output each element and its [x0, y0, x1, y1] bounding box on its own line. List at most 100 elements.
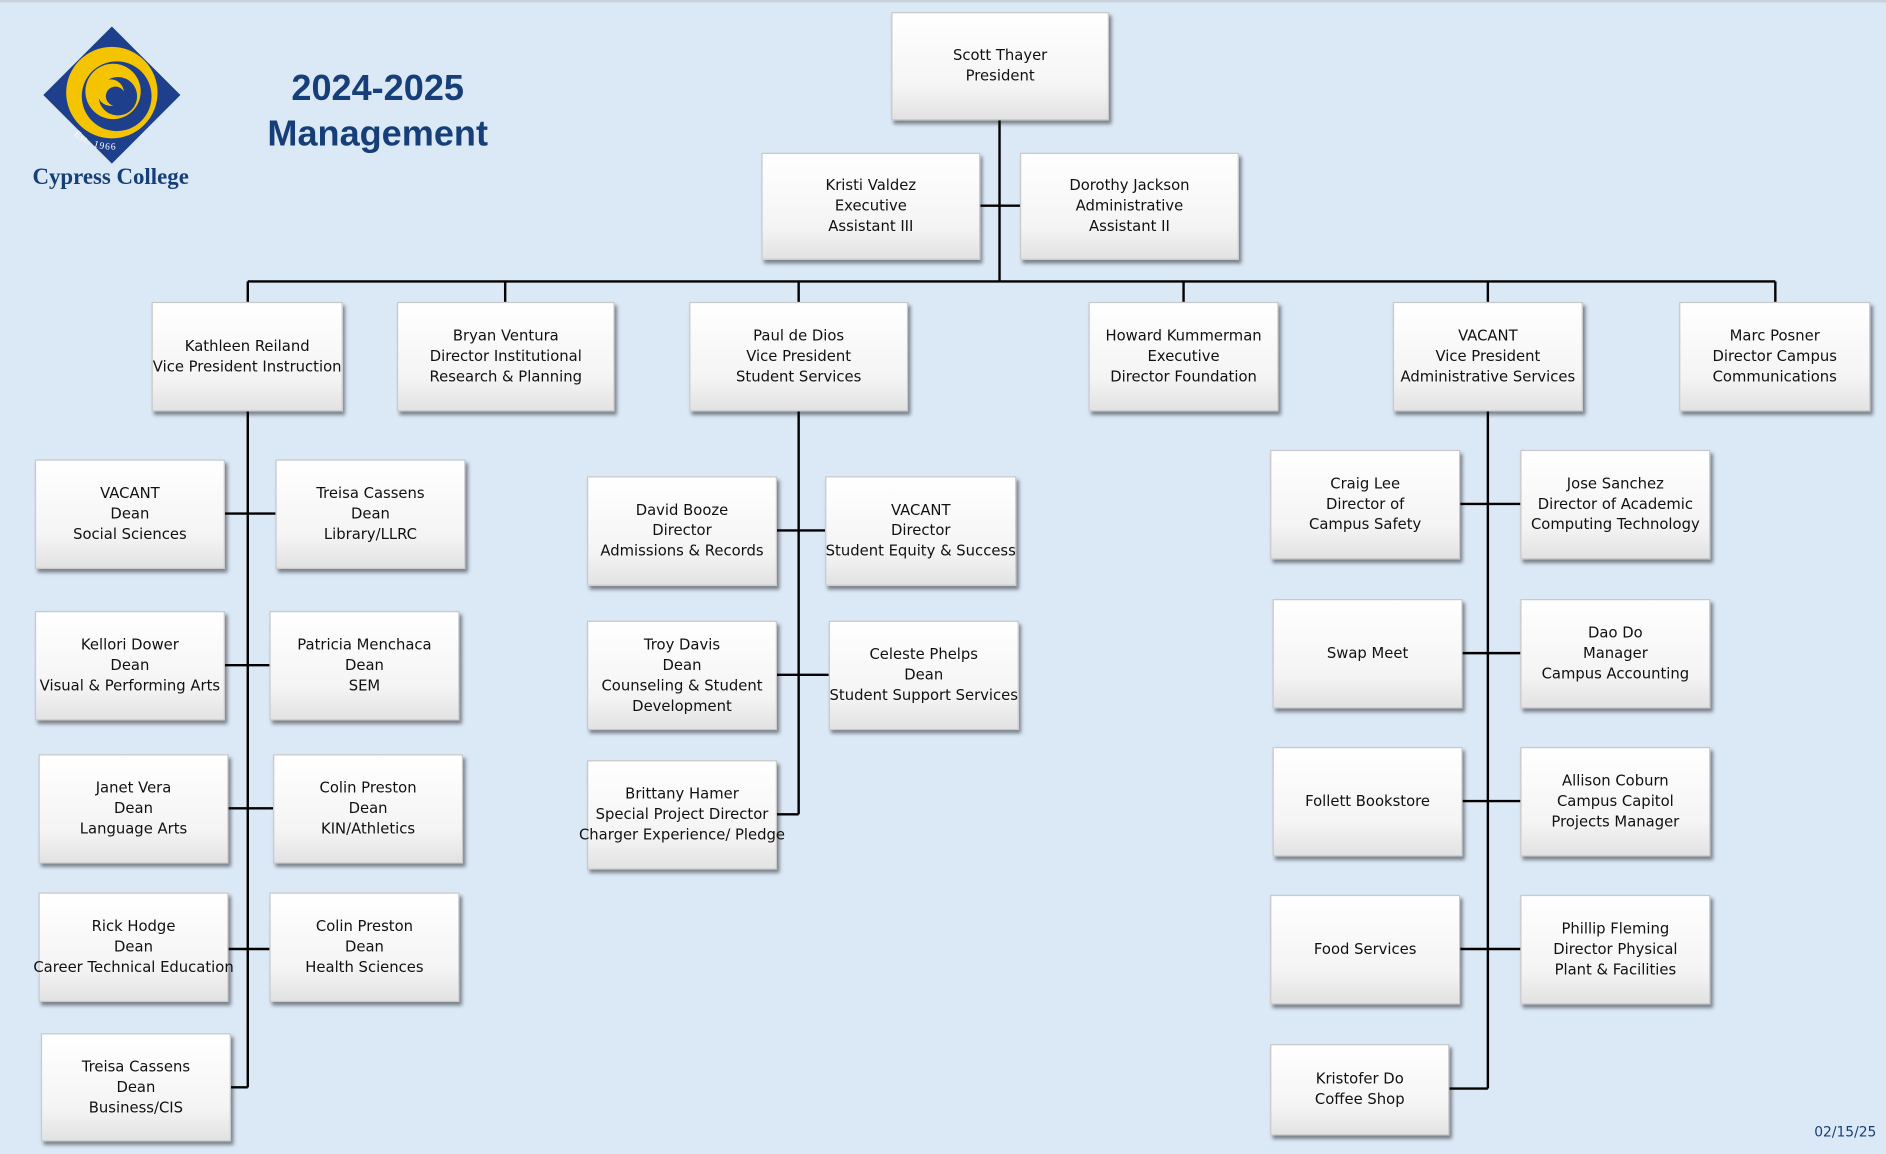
box-role-line: Admissions & Records — [600, 542, 764, 560]
org-box-coffee-shop: Kristofer Do Coffee Shop — [1270, 1044, 1450, 1136]
box-name: VACANT — [1458, 327, 1518, 345]
box-role-line: Plant & Facilities — [1554, 961, 1677, 978]
box-role-line: Development — [632, 697, 732, 714]
box-role-line: Student Services — [736, 368, 862, 385]
box-role-line: Visual & Performing Arts — [39, 677, 221, 695]
box-role-line: Dean — [114, 938, 153, 956]
box-name: Treisa Cassens — [316, 484, 425, 502]
top-border — [0, 0, 1886, 3]
box-name: Colin Preston — [315, 917, 414, 935]
org-box-bookstore: Follett Bookstore — [1272, 746, 1463, 857]
box-role-line: Director Campus — [1712, 347, 1837, 365]
box-role-line: Dean — [348, 799, 388, 817]
revision-date: 02/15/25 — [1814, 1123, 1877, 1141]
box-role-line: Coffee Shop — [1314, 1090, 1405, 1108]
box-role-line: Director Institutional — [429, 347, 582, 365]
box-role-line: Special Project Director — [595, 805, 769, 823]
box-name: Marc Posner — [1729, 327, 1820, 345]
box-role-line: Social Sciences — [73, 525, 187, 543]
box-role-line: Business/CIS — [88, 1098, 184, 1116]
box-name: Kristofer Do — [1315, 1070, 1404, 1088]
box-role-line: Director of Academic — [1537, 495, 1693, 513]
box-name: Follett Bookstore — [1305, 792, 1431, 810]
box-role-line: President — [965, 67, 1035, 85]
box-role-line: Dean — [110, 656, 150, 674]
box-role-line: Dean — [904, 666, 944, 684]
box-name: Allison Coburn — [1562, 772, 1669, 790]
box-role-line: Director — [652, 522, 712, 539]
box-role-line: Director Foundation — [1110, 368, 1257, 385]
box-name: Kathleen Reiland — [184, 337, 310, 355]
box-role-line: Projects Manager — [1551, 813, 1680, 830]
box-name: Jose Sanchez — [1566, 475, 1664, 492]
box-name: VACANT — [890, 501, 951, 519]
box-role-line: Executive — [834, 197, 907, 215]
box-role-line: Campus Safety — [1309, 516, 1422, 533]
box-name: Colin Preston — [319, 779, 417, 797]
box-name: Rick Hodge — [91, 917, 176, 935]
box-name: Celeste Phelps — [869, 645, 979, 663]
box-role-line: Health Sciences — [305, 958, 424, 976]
box-name: Phillip Fleming — [1561, 920, 1670, 937]
org-box-food-services: Food Services — [1270, 894, 1461, 1005]
box-name: Craig Lee — [1330, 475, 1401, 492]
box-name: Dorothy Jackson — [1069, 176, 1190, 194]
box-role-line: Computing Technology — [1530, 516, 1700, 533]
org-box-swap-meet: Swap Meet — [1272, 598, 1463, 709]
box-role-line: Director Physical — [1553, 940, 1678, 958]
box-role-line: Dean — [350, 505, 390, 523]
box-name: Treisa Cassens — [81, 1057, 191, 1075]
box-name: Paul de Dios — [753, 327, 845, 345]
box-name: Janet Vera — [95, 779, 172, 797]
box-role-line: Library/LLRC — [323, 525, 417, 543]
box-role-line: Assistant III — [828, 217, 914, 235]
box-name: Patricia Menchaca — [297, 636, 432, 654]
box-role-line: Dean — [110, 505, 150, 523]
box-role-line: Counseling & Student — [601, 676, 763, 694]
box-role-line: SEM — [348, 677, 381, 695]
box-name: Food Services — [1313, 940, 1417, 958]
box-name: Bryan Ventura — [452, 327, 559, 345]
box-role-line: Director — [891, 522, 951, 539]
box-role-line: Vice President — [1435, 347, 1541, 365]
box-role-line: Student Equity & Success — [825, 542, 1016, 560]
box-name: Swap Meet — [1326, 644, 1409, 662]
box-name: Howard Kummerman — [1105, 327, 1262, 345]
title-year: 2024-2025 — [291, 68, 464, 109]
box-name: David Booze — [635, 501, 729, 519]
box-role-line: Dean — [344, 656, 384, 674]
box-role-line: Campus Capitol — [1556, 792, 1674, 810]
box-name: VACANT — [100, 484, 160, 502]
box-role-line: Charger Experience/ Pledge — [578, 826, 786, 844]
box-role-line: Director of — [1325, 495, 1405, 513]
box-role-line: Administrative Services — [1400, 368, 1576, 385]
box-role-line: KIN/Athletics — [320, 820, 416, 838]
title-management: Management — [267, 114, 488, 154]
box-name: Brittany Hamer — [625, 785, 739, 803]
box-role-line: Language Arts — [79, 820, 188, 838]
box-role-line: Executive — [1147, 347, 1220, 365]
box-name: Scott Thayer — [952, 46, 1048, 64]
box-role-line: Dean — [662, 656, 702, 673]
box-role-line: Dean — [344, 938, 384, 956]
